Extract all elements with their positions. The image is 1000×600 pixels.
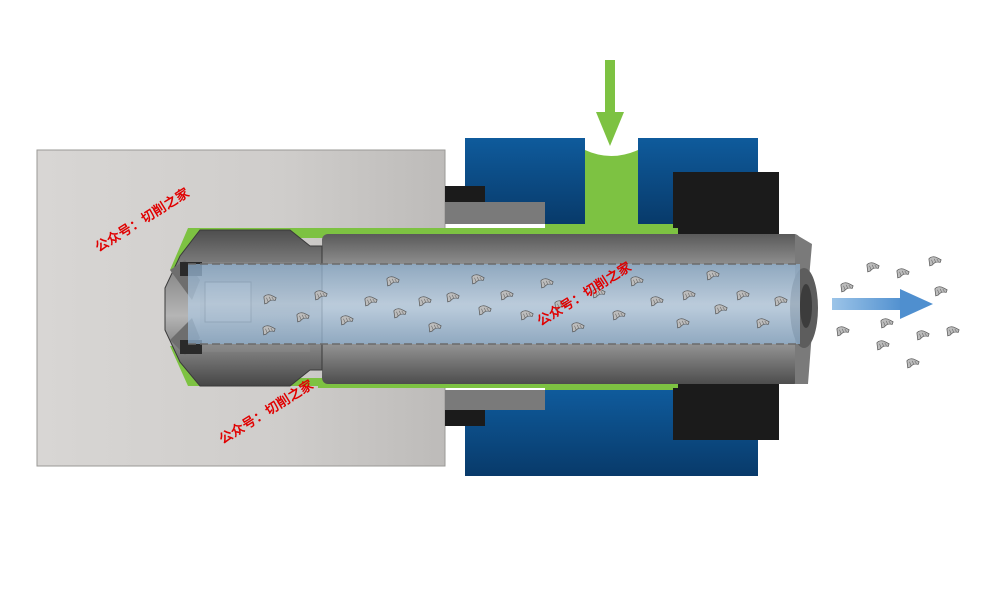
chip-return-bore [188, 264, 800, 344]
guide-bushing-top [445, 202, 545, 224]
guide-bushing-bottom [445, 390, 545, 410]
chip-outlet-arrow [832, 289, 933, 319]
ejected-chips [836, 256, 960, 369]
rear-seal-block-top [673, 172, 779, 246]
coolant-inlet-arrow [596, 60, 624, 146]
